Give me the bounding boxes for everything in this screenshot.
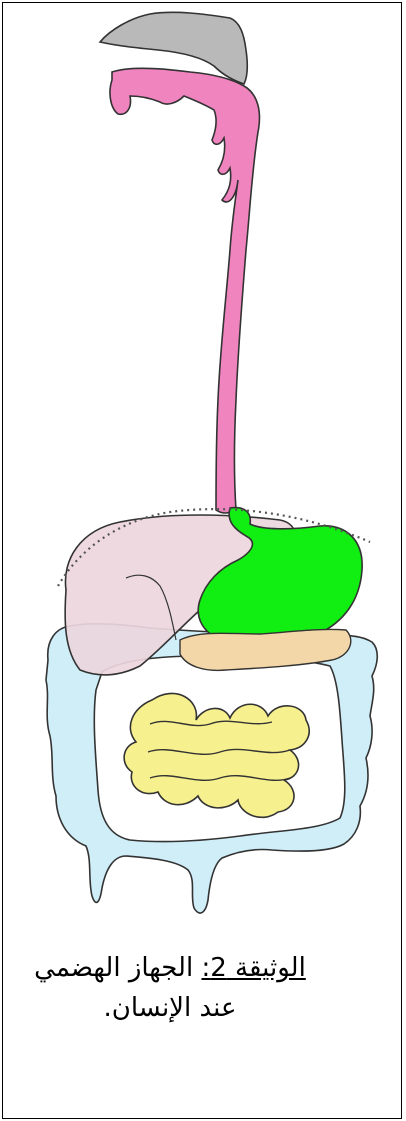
small-intestine [124, 693, 309, 817]
esophagus [110, 68, 259, 513]
figure-caption: الوثيقة 2: الجهاز الهضمي عند الإنسان. [20, 948, 320, 1028]
caption-line-1: الوثيقة 2: الجهاز الهضمي [20, 948, 320, 988]
caption-line-1-text: الجهاز الهضمي [34, 953, 201, 983]
document-label: الوثيقة 2: [201, 953, 305, 983]
caption-line-2: عند الإنسان. [20, 988, 320, 1028]
digestive-system-diagram [0, 0, 406, 940]
